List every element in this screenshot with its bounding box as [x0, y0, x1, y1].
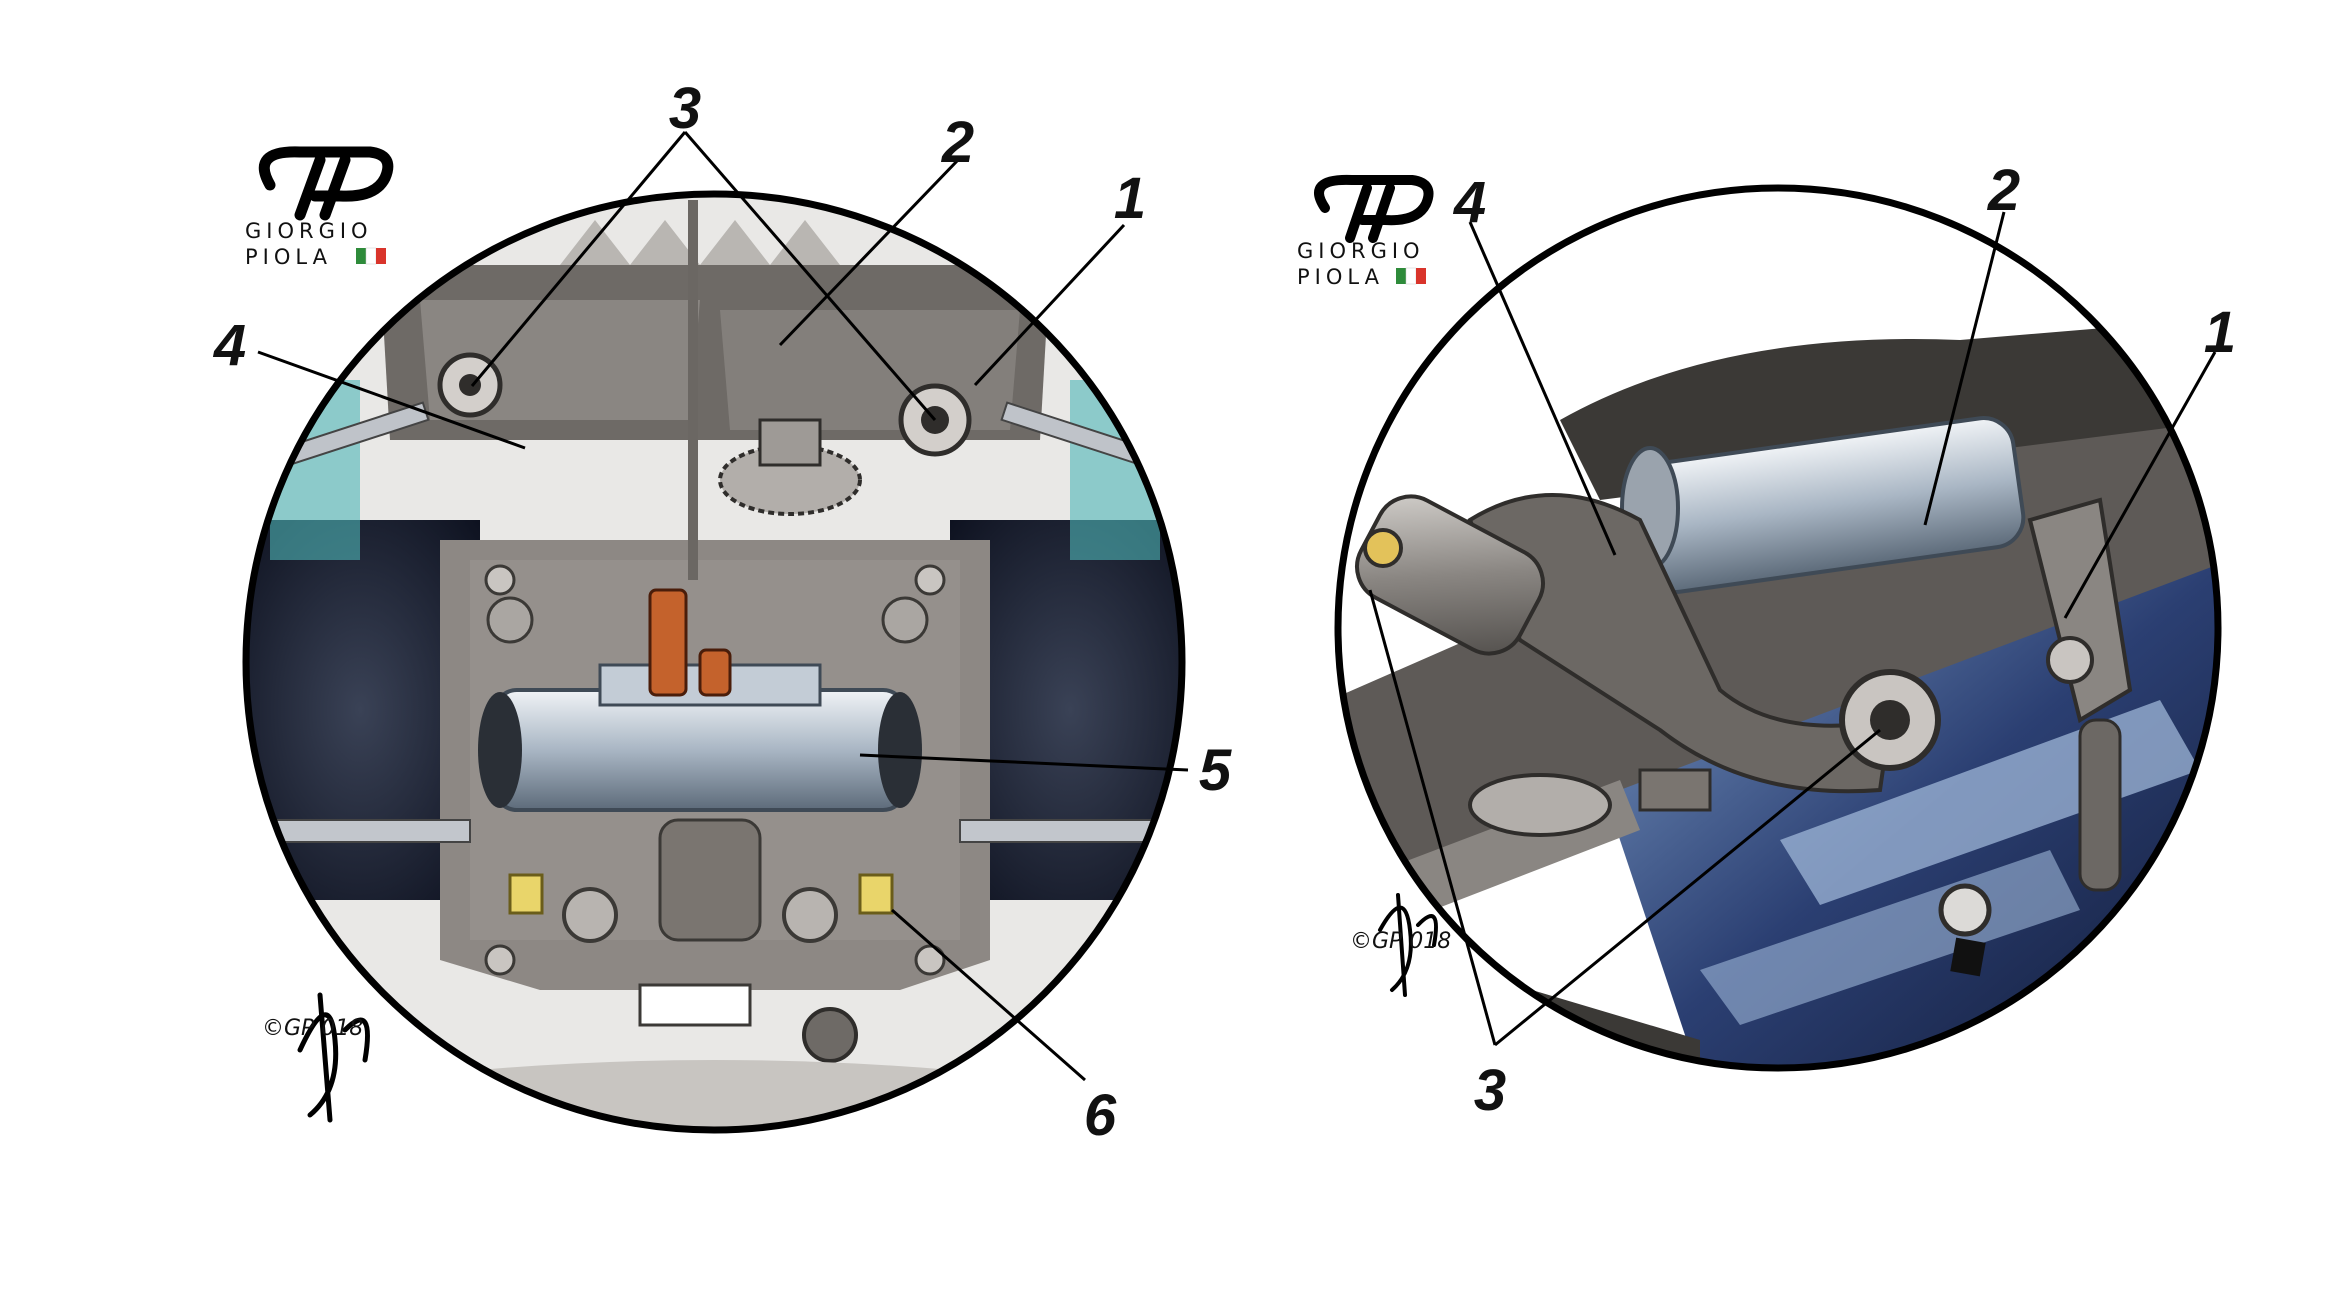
- left-callout-3: 3: [669, 76, 701, 141]
- italian-flag-icon: [1396, 267, 1426, 285]
- right-diagram: 4 2 1 3 GIORGIO PIOLA ©GP 018: [1297, 158, 2236, 1123]
- logo-line1: GIORGIO: [245, 219, 373, 243]
- logo-line1: GIORGIO: [1297, 239, 1425, 263]
- signature-text: ©GP 018: [262, 1016, 363, 1041]
- left-callout-2: 2: [941, 110, 974, 175]
- left-signature: ©GP 018: [262, 992, 370, 1123]
- right-callout-1: 1: [2204, 300, 2236, 365]
- left-giorgio-piola-logo: GIORGIO PIOLA: [245, 146, 394, 269]
- left-callout-1: 1: [1114, 166, 1146, 231]
- signature-text: ©GP 018: [1350, 929, 1451, 954]
- left-leader-lines: [257, 131, 1189, 1082]
- logo-line2: PIOLA: [1297, 265, 1384, 289]
- right-callout-3: 3: [1474, 1058, 1506, 1123]
- left-callout-5: 5: [1199, 738, 1232, 803]
- right-magnifier-ring: [1334, 184, 2222, 1072]
- left-diagram: 3 2 1 4 5 6 GIORGIO PIOLA ©GP 018: [213, 76, 1232, 1148]
- right-illustration: [1338, 188, 2218, 1068]
- italian-flag-icon: [356, 247, 386, 265]
- left-callout-6: 6: [1084, 1083, 1117, 1148]
- left-illustration: [246, 194, 1182, 1130]
- right-callout-4: 4: [1453, 170, 1486, 235]
- right-signature: ©GP 018: [1350, 893, 1451, 997]
- gp-logo-mark: [1314, 174, 1434, 243]
- right-giorgio-piola-logo: GIORGIO PIOLA: [1297, 174, 1434, 289]
- right-callout-2: 2: [1987, 158, 2020, 223]
- logo-line2: PIOLA: [245, 245, 332, 269]
- right-leader-lines: [1368, 211, 2217, 1047]
- left-callout-4: 4: [213, 313, 246, 378]
- left-magnifier-ring: [242, 190, 1186, 1134]
- gp-logo-mark: [258, 146, 394, 221]
